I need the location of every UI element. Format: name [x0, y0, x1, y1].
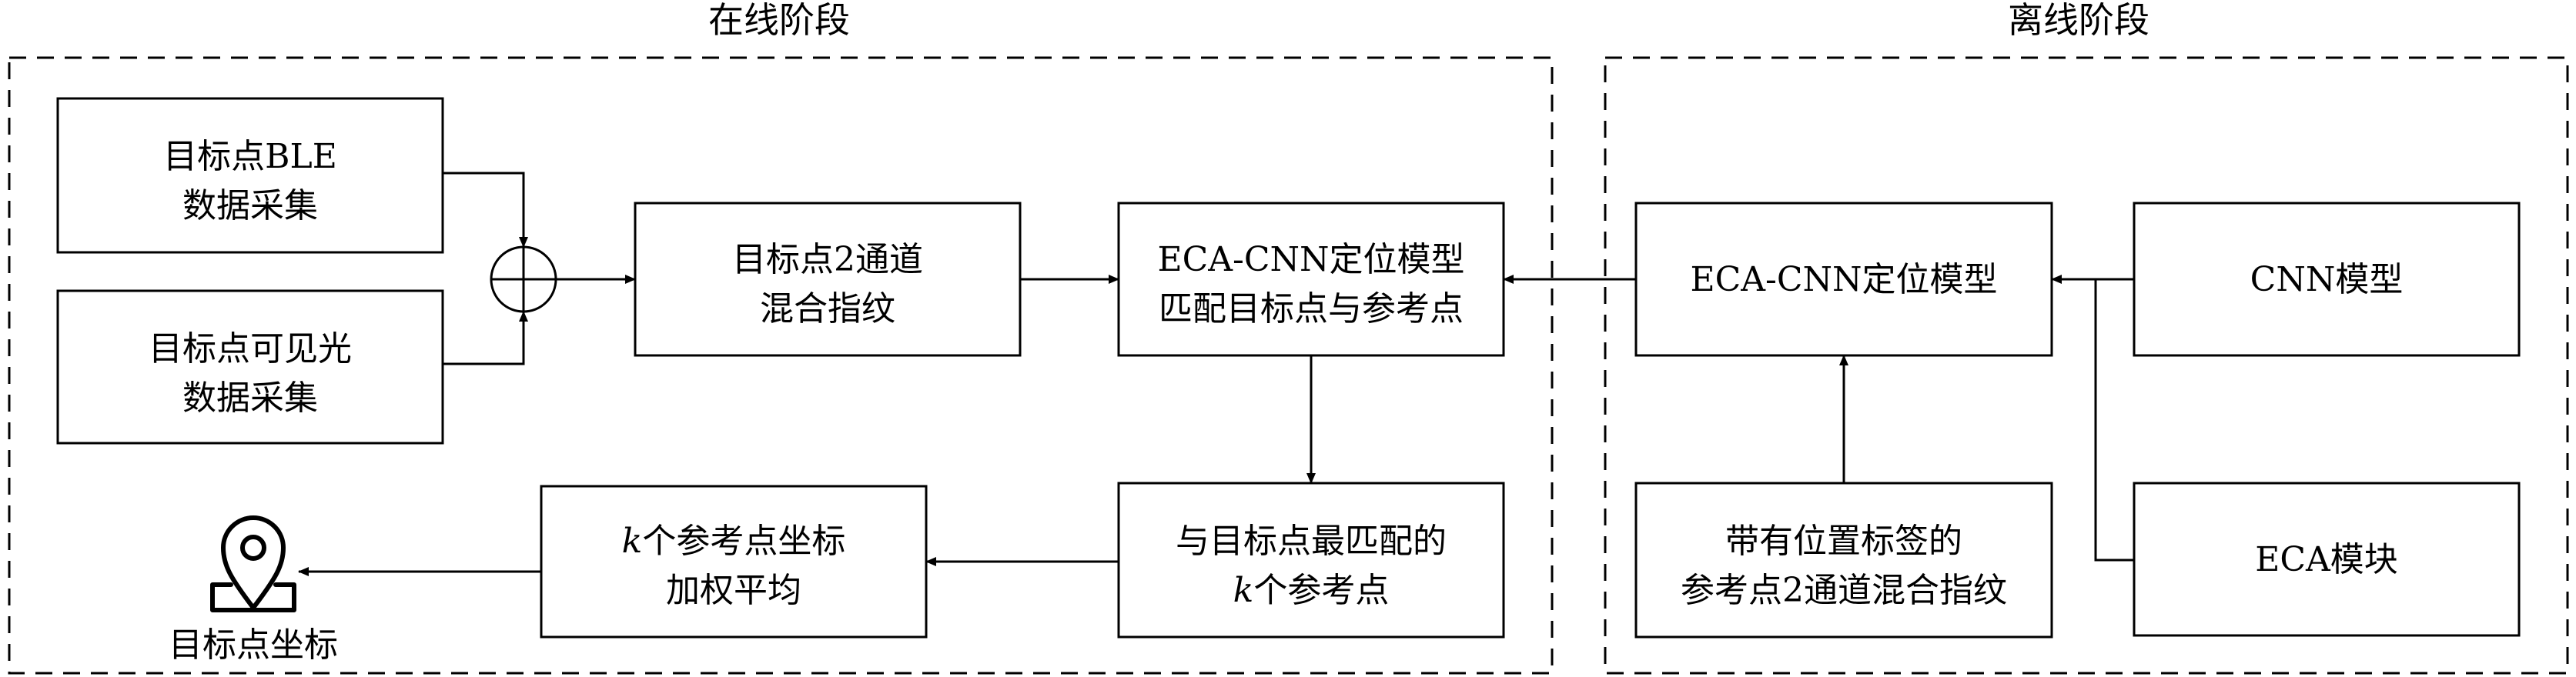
svg-text:带有位置标签的: 带有位置标签的 [1725, 522, 1962, 561]
output-coordinate-label: 目标点坐标 [169, 625, 338, 665]
best-match-box: 与目标点最匹配的 k个参考点 [1117, 482, 1505, 639]
svg-text:k个参考点: k个参考点 [1233, 571, 1390, 610]
location-pin-icon [210, 515, 296, 612]
svg-text:ECA-CNN定位模型: ECA-CNN定位模型 [1157, 240, 1464, 279]
ble-to-junction-arrow [443, 172, 528, 248]
svg-text:ECA模块: ECA模块 [2255, 540, 2398, 579]
labeled-fingerprint-box: 带有位置标签的 参考点2通道混合指纹 [1634, 482, 2053, 639]
eca-to-model-connector [2094, 279, 2134, 562]
online-stage-label: 在线阶段 [708, 0, 850, 41]
svg-text:加权平均: 加权平均 [666, 571, 801, 610]
ble-collect-box: 目标点BLE 数据采集 [56, 97, 444, 254]
svg-text:数据采集: 数据采集 [182, 379, 318, 418]
svg-text:混合指纹: 混合指纹 [760, 289, 895, 328]
vlc-to-junction-arrow [443, 311, 528, 365]
eca-module-box: ECA模块 [2133, 482, 2521, 637]
svg-text:目标点2通道: 目标点2通道 [732, 240, 923, 279]
mixed-fingerprint-box: 目标点2通道 混合指纹 [634, 202, 1022, 357]
offline-stage-label: 离线阶段 [2008, 0, 2149, 41]
weighted-average-box: k个参考点坐标 加权平均 [540, 485, 928, 639]
svg-text:目标点可见光: 目标点可见光 [149, 329, 352, 369]
cnn-model-box: CNN模型 [2133, 202, 2521, 357]
svg-text:目标点BLE: 目标点BLE [163, 137, 337, 176]
svg-text:参考点2通道混合指纹: 参考点2通道混合指纹 [1681, 571, 2007, 610]
svg-text:ECA-CNN定位模型: ECA-CNN定位模型 [1690, 260, 1997, 299]
svg-text:CNN模型: CNN模型 [2250, 260, 2404, 299]
svg-text:数据采集: 数据采集 [182, 186, 318, 225]
vlc-collect-box: 目标点可见光 数据采集 [56, 289, 444, 445]
svg-text:匹配目标点与参考点: 匹配目标点与参考点 [1159, 289, 1464, 328]
offline-stage-frame [1604, 56, 2569, 675]
sum-junction-icon [490, 245, 557, 313]
svg-text:k个参考点坐标: k个参考点坐标 [622, 522, 846, 561]
svg-text:与目标点最匹配的: 与目标点最匹配的 [1176, 522, 1447, 561]
eca-cnn-model-box: ECA-CNN定位模型 [1634, 202, 2053, 357]
eca-cnn-match-box: ECA-CNN定位模型 匹配目标点与参考点 [1117, 202, 1505, 357]
